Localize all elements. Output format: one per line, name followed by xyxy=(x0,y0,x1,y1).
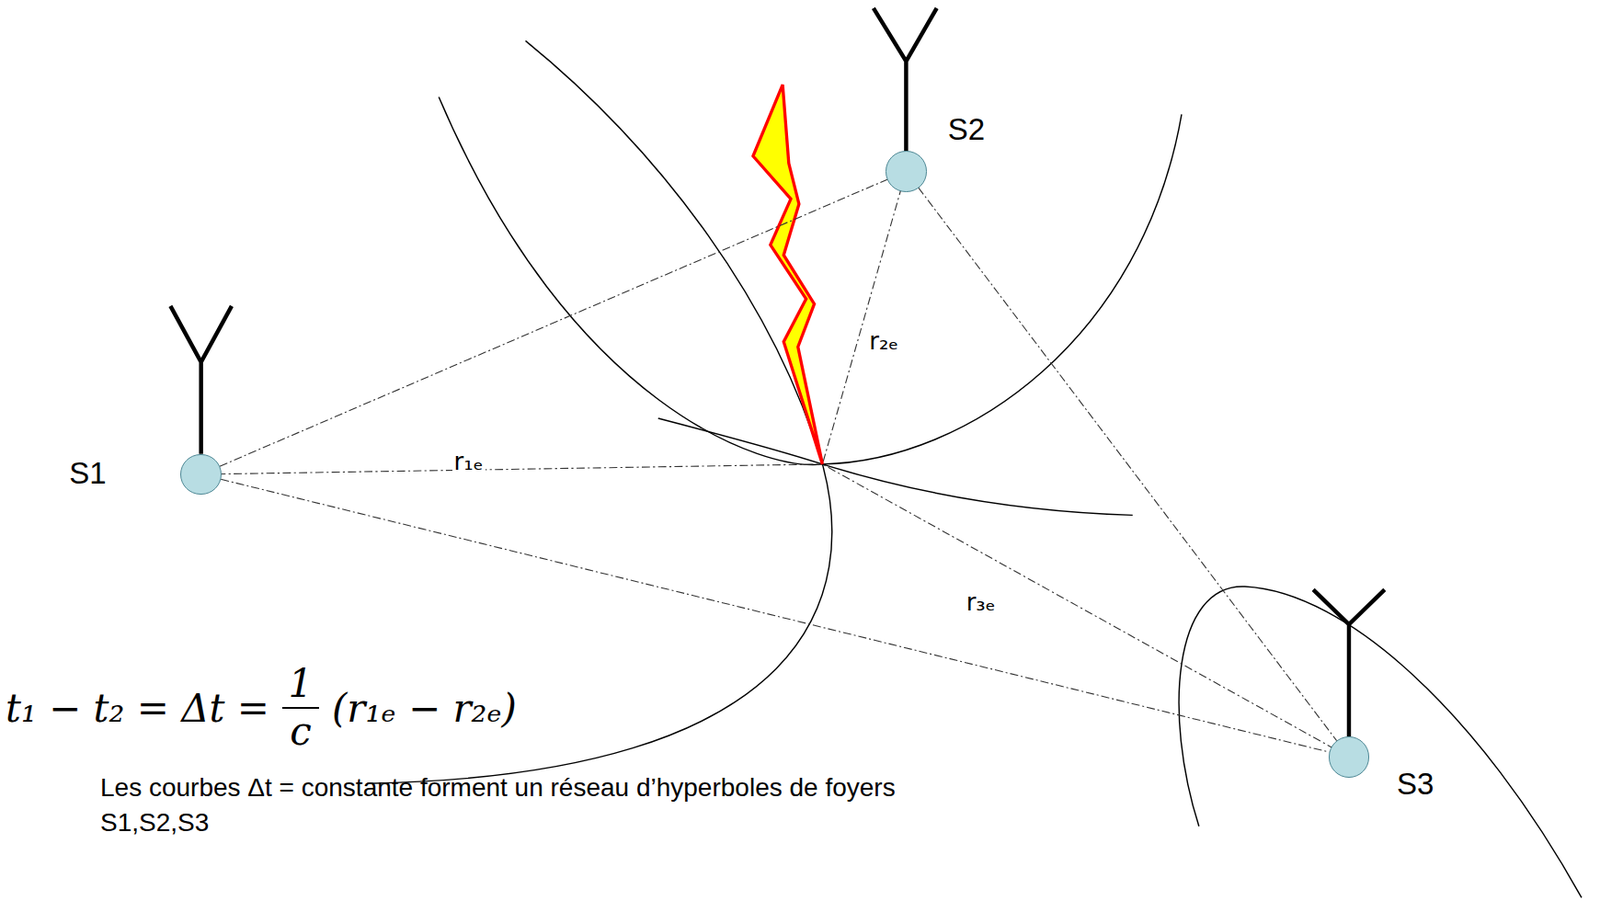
hyperbolas xyxy=(367,40,1582,898)
station-label: S2 xyxy=(948,113,985,147)
distance-line xyxy=(822,464,1349,757)
station-circle: S1 xyxy=(180,454,221,495)
antennas xyxy=(170,8,1384,737)
formula-text: t₁ − t₂ = Δt = xyxy=(5,685,270,732)
antenna-symbol xyxy=(170,306,232,455)
distance-line xyxy=(201,464,823,475)
station-circle: S2 xyxy=(885,150,926,192)
station-circle: S3 xyxy=(1328,736,1370,778)
formula: t₁ − t₂ = Δt = 1 c (r₁ₑ − r₂ₑ) xyxy=(5,643,517,773)
fraction-bar xyxy=(282,707,320,709)
hyperbola xyxy=(1178,586,1582,898)
antenna-symbol xyxy=(873,8,938,151)
distance-lines xyxy=(201,171,1349,757)
formula-numerator: 1 xyxy=(288,662,314,706)
formula-text: (r₁ₑ − r₂ₑ) xyxy=(331,685,517,732)
hyperbola xyxy=(367,40,833,784)
distance-label: r₃ₑ xyxy=(964,589,998,618)
denominator: c xyxy=(289,710,312,754)
station-label: S3 xyxy=(1396,767,1434,801)
formula-left: t₁ − t₂ = Δt = xyxy=(5,685,270,732)
hyperbola xyxy=(658,418,1133,515)
formula-denominator: c xyxy=(289,710,312,754)
fraction: 1 c xyxy=(282,662,320,754)
distance-line xyxy=(918,187,1338,742)
station-label: S1 xyxy=(68,457,106,491)
formula-right: (r₁ₑ − r₂ₑ) xyxy=(331,685,517,732)
antenna-symbol xyxy=(1313,589,1385,737)
numerator: 1 xyxy=(288,662,314,706)
lightning-bolt xyxy=(753,84,823,465)
distance-line xyxy=(220,479,1329,753)
distance-line xyxy=(219,179,888,467)
caption: Les courbes Δt = constante forment un ré… xyxy=(100,770,1011,841)
distance-line xyxy=(822,171,906,464)
distance-label: r₂ₑ xyxy=(867,328,901,356)
distance-label: r₁ₑ xyxy=(452,448,486,477)
